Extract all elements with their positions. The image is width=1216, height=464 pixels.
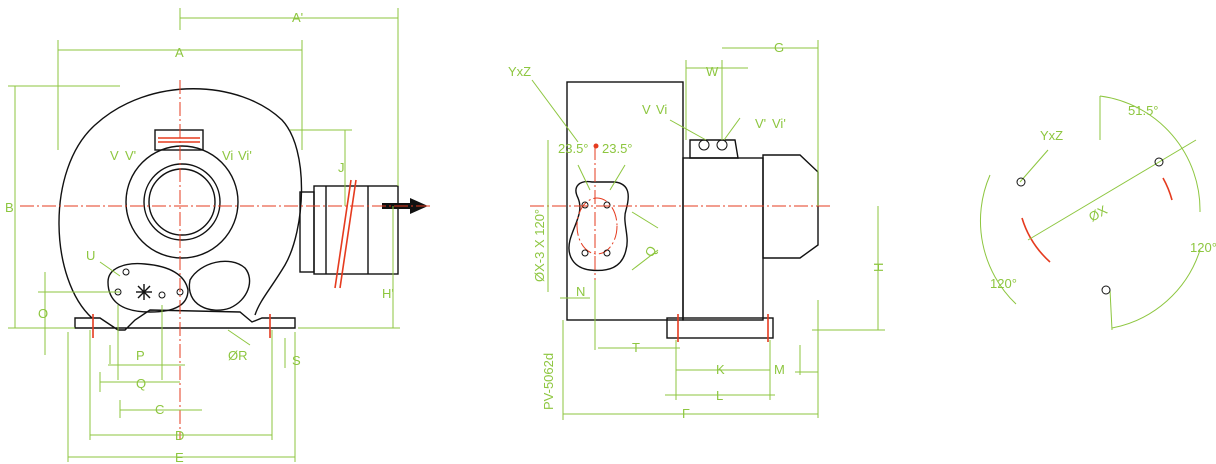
side-flange-plate [568, 180, 629, 272]
angle-120-left: 120° [990, 276, 1017, 291]
angle-23-5-left: 23.5° [558, 141, 589, 156]
dim-G: G [774, 40, 784, 55]
dim-L: L [716, 388, 723, 403]
bolt-hole-bottom [1101, 285, 1111, 295]
side-V: V [642, 102, 651, 117]
dim-E: E [175, 450, 184, 464]
dim-phi-R: ØR [228, 348, 248, 363]
dim-C: C [155, 402, 164, 417]
label-Vi-prime: Vi' [238, 148, 252, 163]
label-U: U [86, 248, 95, 263]
dim-D: D [175, 428, 184, 443]
label-V: V [110, 148, 119, 163]
arc-top-right [1099, 95, 1201, 213]
arc-right [1111, 249, 1201, 329]
dim-A: A [175, 45, 184, 60]
flange-detail: YxZ 51.5° 120° 120° ØX [980, 95, 1216, 331]
outlet-flange [299, 191, 315, 273]
lower-port [188, 260, 251, 311]
dim-J: J [338, 160, 345, 175]
dim-F: F [682, 406, 690, 421]
flange-YxZ: YxZ [1040, 128, 1063, 143]
dim-O: O [38, 306, 48, 321]
side-view: YxZ W G V Vi V' Vi' 23.5° 23.5° ØX-3 X 1… [508, 40, 886, 421]
angle-120-right: 120° [1190, 240, 1216, 255]
dim-P: P [136, 348, 145, 363]
motor-body [682, 157, 764, 321]
base-plate [74, 309, 296, 331]
side-Vi: Vi [656, 102, 667, 117]
hub-inner [148, 168, 216, 236]
dim-M: M [774, 362, 785, 377]
front-view: A' A B J H' O P Q C D E U ØR S V V' Vi V… [5, 8, 430, 464]
dim-T: T [632, 340, 640, 355]
angle-23-5-right: 23.5° [602, 141, 633, 156]
dim-phi-X-side: ØX-3 X 120° [532, 209, 547, 282]
dim-H: H [871, 263, 886, 272]
dim-B: B [5, 200, 14, 215]
bolt-hole-left [1016, 177, 1026, 187]
motor-cap [762, 154, 819, 259]
dim-S: S [292, 353, 301, 368]
hub-outer [143, 163, 221, 241]
top-port [154, 129, 204, 151]
angle-51-5: 51.5° [1128, 103, 1159, 118]
label-V-prime: V' [125, 148, 136, 163]
dim-W: W [706, 64, 719, 79]
dim-N: N [576, 284, 585, 299]
dim-Q-side: Q [642, 243, 660, 259]
bolt-hole-right [1154, 157, 1164, 167]
side-YxZ: YxZ [508, 64, 531, 79]
model-number: PV-5062d [541, 353, 556, 410]
outlet-box [313, 185, 399, 275]
side-V-prime: V' [755, 116, 766, 131]
dim-K: K [716, 362, 725, 377]
dim-phi-X-flange: ØX [1086, 202, 1110, 225]
side-Vi-prime: Vi' [772, 116, 786, 131]
arc-left [980, 174, 1017, 305]
housing-outline [58, 88, 303, 319]
terminal-plate [107, 262, 189, 313]
impeller-ring [125, 145, 239, 259]
dim-A-prime: A' [292, 10, 303, 25]
dim-Q: Q [136, 376, 146, 391]
dim-H-prime: H' [382, 286, 394, 301]
label-Vi: Vi [222, 148, 233, 163]
foot-rail [666, 317, 774, 339]
terminal-box [689, 139, 739, 159]
